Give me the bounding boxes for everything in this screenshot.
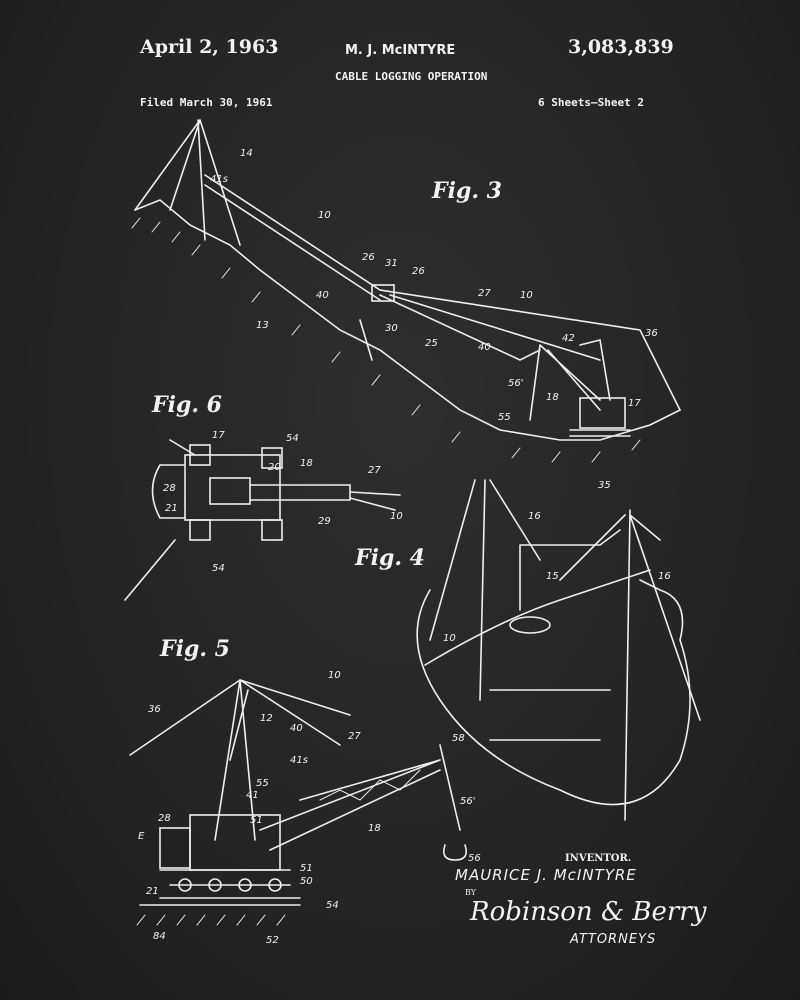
ref-numeral: 31 — [385, 258, 398, 269]
ref-numeral: 84 — [153, 931, 166, 942]
ref-numeral: 17 — [628, 398, 641, 409]
ref-numeral: 51 — [300, 863, 313, 874]
fig4-label: Fig. 4 — [355, 545, 425, 571]
ref-numeral: 10 — [443, 633, 456, 644]
ref-numeral: 21 — [146, 886, 159, 897]
fig3-label: Fig. 3 — [432, 178, 502, 204]
patent-number: 3,083,839 — [568, 36, 674, 58]
ref-numeral: 16 — [658, 571, 671, 582]
fig3-drawing — [131, 119, 681, 463]
ref-numeral: 28 — [158, 813, 171, 824]
ref-numeral: 56' — [460, 796, 476, 807]
ref-numeral: 55 — [256, 778, 269, 789]
ref-numeral: 52 — [266, 935, 279, 946]
inventor-short: M. J. McINTYRE — [345, 43, 456, 58]
ref-numeral: 54 — [212, 563, 225, 574]
ref-numeral: 56 — [468, 853, 481, 864]
fig5-drawing — [129, 679, 468, 926]
ref-numeral: 36 — [645, 328, 658, 339]
ref-numeral: 26 — [362, 252, 375, 263]
ref-numeral: 40 — [316, 290, 329, 301]
ref-numeral: 50 — [300, 876, 313, 887]
fig4-drawing — [416, 479, 701, 821]
ref-numeral: 18 — [368, 823, 381, 834]
ref-numeral: 18 — [546, 392, 559, 403]
ref-numeral: 40 — [478, 342, 491, 353]
by-label: BY — [465, 888, 477, 897]
ref-numeral: 30 — [385, 323, 398, 334]
ref-numeral: 21 — [165, 503, 178, 514]
filed-date: Filed March 30, 1961 — [140, 96, 273, 109]
ref-numeral: 10 — [318, 210, 331, 221]
fig6-label: Fig. 6 — [152, 392, 222, 418]
ref-numeral: 15 — [546, 571, 559, 582]
ref-numeral: 26 — [412, 266, 425, 277]
ref-numeral: 27 — [368, 465, 381, 476]
ref-numeral: 42 — [562, 333, 575, 344]
ref-numeral: 55 — [498, 412, 511, 423]
ref-numeral: 41 — [246, 790, 259, 801]
ref-numeral: 54 — [326, 900, 339, 911]
patent-date: April 2, 1963 — [140, 36, 279, 58]
attorney-signature: Robinson & Berry — [470, 897, 707, 927]
ref-numeral: 10 — [328, 670, 341, 681]
inventor-name: MAURICE J. McINTYRE — [455, 866, 637, 884]
ref-numeral: 41s — [290, 755, 308, 766]
ref-numeral: 41s — [210, 174, 228, 185]
fig6-drawing — [124, 439, 401, 601]
fig5-label: Fig. 5 — [160, 636, 230, 662]
ref-numeral: 27 — [348, 731, 361, 742]
ref-numeral: 35 — [598, 480, 611, 491]
ref-numeral: 29 — [318, 516, 331, 527]
ref-numeral: 14 — [240, 148, 253, 159]
ref-numeral: 54 — [286, 433, 299, 444]
attorneys-label: ATTORNEYS — [570, 932, 657, 947]
ref-numeral: 27 — [478, 288, 491, 299]
ref-numeral: 51 — [250, 815, 263, 826]
inventor-label: INVENTOR. — [565, 853, 632, 864]
ref-numeral: 58 — [452, 733, 465, 744]
patent-title: CABLE LOGGING OPERATION — [335, 70, 488, 83]
ref-numeral: 13 — [256, 320, 269, 331]
ref-numeral: 20 — [268, 462, 281, 473]
ref-numeral: E — [138, 831, 145, 842]
ref-numeral: 36 — [148, 704, 161, 715]
ref-numeral: 25 — [425, 338, 438, 349]
ref-numeral: 10 — [520, 290, 533, 301]
ref-numeral: 17 — [212, 430, 225, 441]
ref-numeral: 28 — [163, 483, 176, 494]
ref-numeral: 18 — [300, 458, 313, 469]
ref-numeral: 40 — [290, 723, 303, 734]
ref-numeral: 16 — [528, 511, 541, 522]
ref-numeral: 12 — [260, 713, 273, 724]
sheet-count: 6 Sheets—Sheet 2 — [538, 96, 644, 109]
ref-numeral: 56' — [508, 378, 524, 389]
ref-numeral: 10 — [390, 511, 403, 522]
